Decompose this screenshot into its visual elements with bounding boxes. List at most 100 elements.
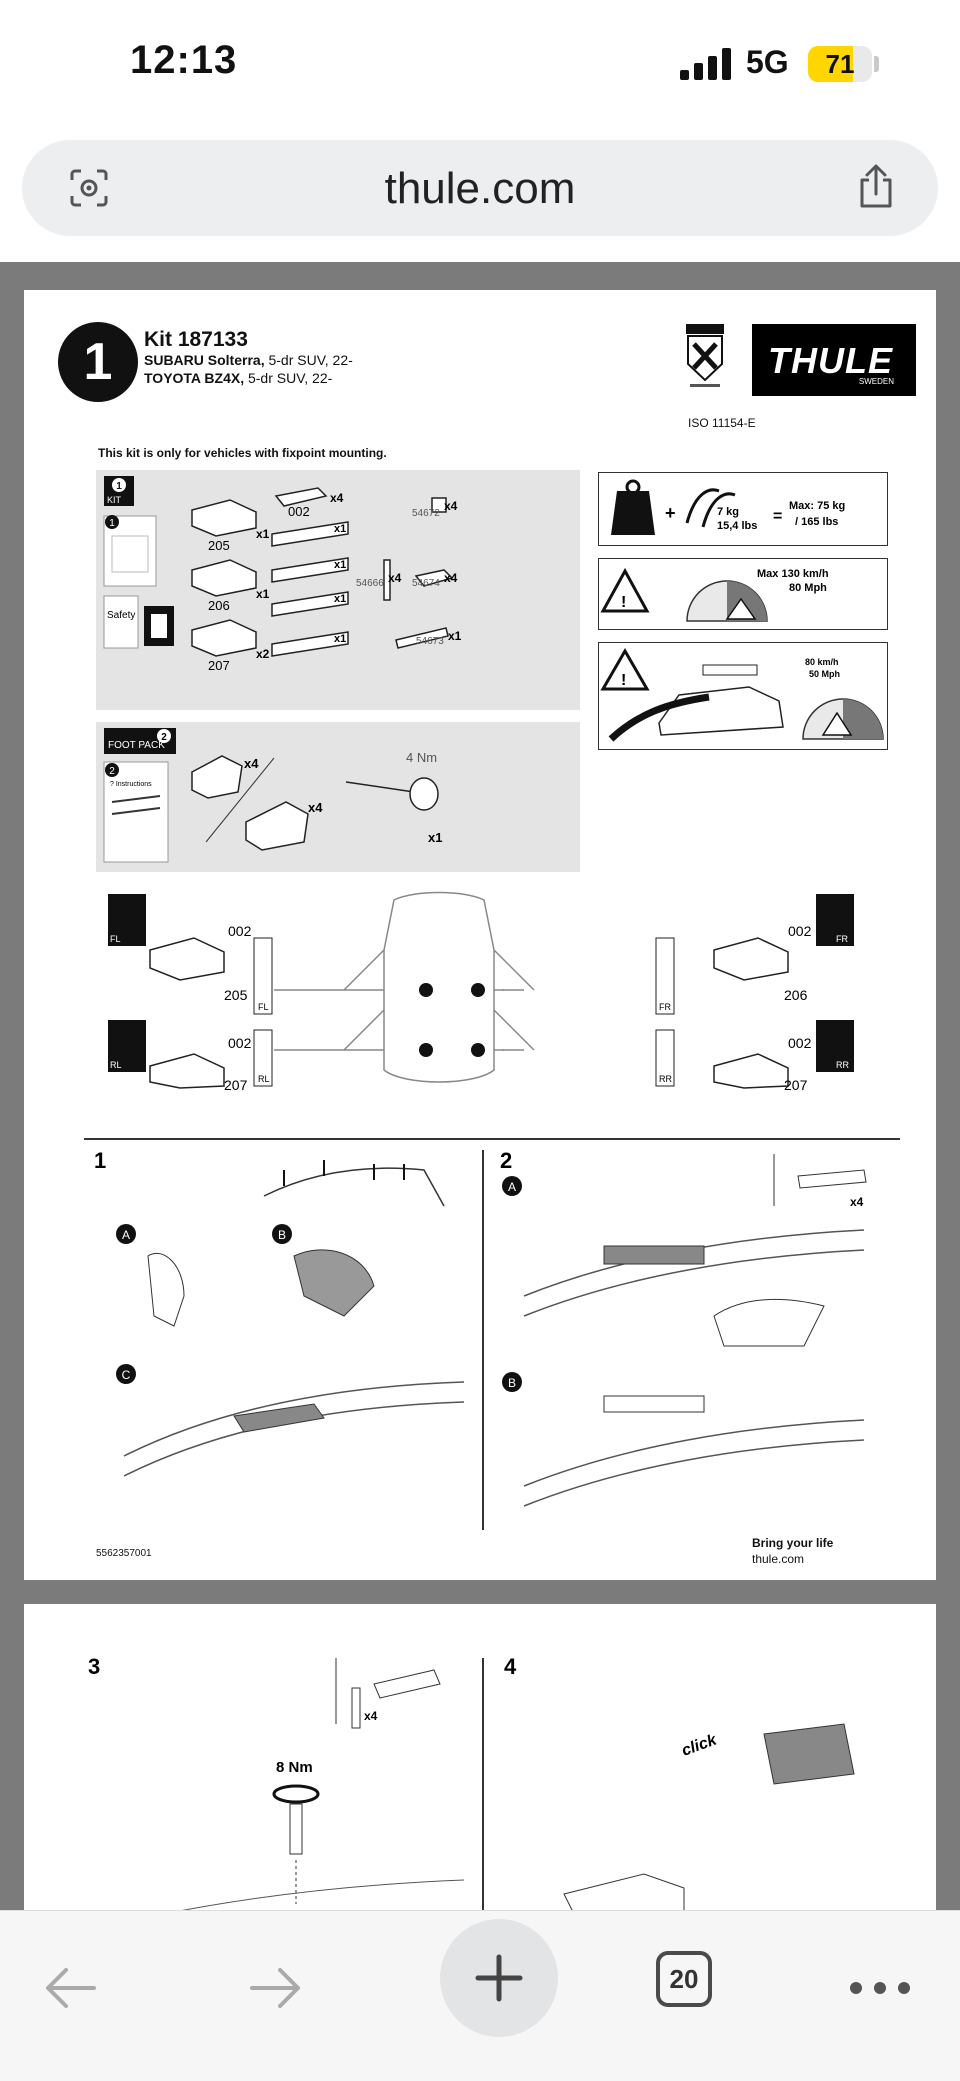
rear-speed-mph: 50 Mph [809,669,840,679]
kit-parts-illustration: 1 KIT 1 Safety [103,476,462,673]
signal-icon [680,48,731,80]
pdf-page-1: 1 Kit 187133 SUBARU Solterra, 5-dr SUV, … [24,290,936,1580]
foot-pack-illustration: FOOT PACK 2 2 ? Instructions x4 x4 4 Nm [103,728,442,863]
max-speed-mph: 80 Mph [789,582,827,594]
pos-fl-label: FL [258,1002,269,1012]
pos-fr-badge: FR [836,934,848,944]
browser-toolbar: 20 [0,1910,960,2081]
foot-position-diagram: FL RL FR RR FL RL FR RR 205 207 206 207 … [108,891,854,1090]
step-4-number: 4 [504,1654,517,1679]
part-54673-qty: x1 [448,629,462,643]
foot-qty-2: x4 [308,800,323,815]
pos-fl-badge: FL [110,934,121,944]
document-id: 5562357001 [96,1548,152,1559]
mounting-note: This kit is only for vehicles with fixpo… [98,446,387,460]
more-icon[interactable] [840,1953,920,2023]
pos-fl-top-code: 002 [228,923,252,939]
max-load-lbs: / 165 lbs [795,516,838,528]
part-54672-qty: x4 [444,499,458,513]
foot-doc-num: 2 [109,766,115,777]
load-equals: = [773,508,782,525]
part-54666-code: 54666 [356,578,384,589]
rear-speed-kmh: 80 km/h [805,657,839,667]
new-tab-button[interactable] [440,1919,558,2037]
part-002-code: 002 [288,504,310,519]
foot-pack-tag: FOOT PACK [108,740,165,751]
pos-rl-code: 207 [224,1077,248,1090]
load-warning-illustration: + 7 kg 15,4 lbs = Max: 75 kg / 165 lbs [611,479,845,535]
pad-qty-4: x1 [334,633,346,645]
max-speed: Max 130 km/h [757,568,829,580]
step-2-qty: x4 [850,1195,864,1209]
pad-qty-2: x1 [334,559,346,571]
guarantee-badge-icon [686,324,724,387]
load-lbs: 15,4 lbs [717,520,757,532]
svg-text:!: ! [621,594,626,611]
battery-fill [808,46,854,82]
kit-contents-panel: 1 KIT 1 Safety [96,470,580,710]
pos-rl-top-code: 002 [228,1035,252,1051]
safety-booklet-label: Safety [107,610,135,621]
step-3-qty: x4 [364,1709,378,1723]
tabs-button[interactable]: 20 [656,1951,712,2007]
iso-label: ISO 11154-E [688,416,756,430]
step-divider [482,1150,484,1530]
step-1c-label: C [122,1368,131,1382]
url-text[interactable]: thule.com [384,164,576,213]
status-time: 12:13 [130,38,238,82]
share-icon[interactable] [856,164,896,210]
battery-level: 71 [825,49,855,79]
battery-indicator: 71 [808,46,872,82]
tool-qty: x1 [428,830,442,845]
part-54666-qty: x4 [388,571,402,585]
vehicle-1-name: SUBARU Solterra, [144,352,265,368]
battery-tip [874,56,879,72]
foot-pack-panel: FOOT PACK 2 2 ? Instructions x4 x4 4 Nm [96,722,580,872]
part-205-code: 205 [208,538,230,553]
kit-doc-num: 1 [109,518,115,529]
back-icon[interactable] [30,1953,110,2023]
kit-tag-num: 1 [116,481,122,492]
part-206-qty: x1 [256,587,270,601]
thule-logo: THULE SWEDEN [752,324,916,396]
lens-icon[interactable] [68,168,110,208]
load-warning-box: + 7 kg 15,4 lbs = Max: 75 kg / 165 lbs [598,472,888,546]
address-bar[interactable]: thule.com [22,140,938,236]
speed-warning-box: ! Max 130 km/h 80 Mph [598,558,888,630]
step-1a-label: A [122,1228,130,1242]
pos-fr-label: FR [659,1002,671,1012]
status-bar: 12:13 5G 71 [0,0,960,130]
forward-icon[interactable] [236,1953,316,2023]
rear-load-warning-box: ! 80 km/h 50 Mph [598,642,888,750]
pos-rr-top-code: 002 [788,1035,812,1051]
click-label: click [680,1731,720,1760]
vehicle-line-1: SUBARU Solterra, 5-dr SUV, 22- [144,352,353,368]
pos-rl-badge: RL [110,1060,122,1070]
pdf-page-2: 3 x4 8 Nm 4 click [24,1604,936,1910]
part-54673-code: 54673 [416,636,444,647]
part-002-qty: x4 [330,491,344,505]
svg-text:+: + [665,503,676,523]
steps-1-2-illustration: 1 A B C 2 A x4 B [94,1148,867,1507]
part-207-qty: x2 [256,647,270,661]
load-kg: 7 kg [717,506,739,518]
vehicle-2-spec: 5-dr SUV, 22- [244,370,333,386]
part-54674-code: 54674 [412,578,440,589]
step-2a-label: A [508,1180,516,1194]
pdf-viewer[interactable]: 1 Kit 187133 SUBARU Solterra, 5-dr SUV, … [0,262,960,1910]
max-load: Max: 75 kg [789,500,845,512]
vehicle-line-2: TOYOTA BZ4X, 5-dr SUV, 22- [144,370,332,386]
pos-rr-label: RR [659,1074,672,1084]
step-1-number: 1 [94,1148,106,1173]
slogan: Bring your life [752,1536,834,1550]
foot-qty-1: x4 [244,756,259,771]
pad-qty-1: x1 [334,523,346,535]
pos-rr-code: 207 [784,1077,808,1090]
pos-fl-code: 205 [224,987,248,1003]
part-54674-qty: x4 [444,571,458,585]
pos-rl-label: RL [258,1074,270,1084]
thule-logo-text: THULE [768,340,893,381]
steps-3-4-illustration: 3 x4 8 Nm 4 click [88,1654,855,1910]
vehicle-1-spec: 5-dr SUV, 22- [264,352,353,368]
kit-tag-label: KIT [107,495,122,505]
